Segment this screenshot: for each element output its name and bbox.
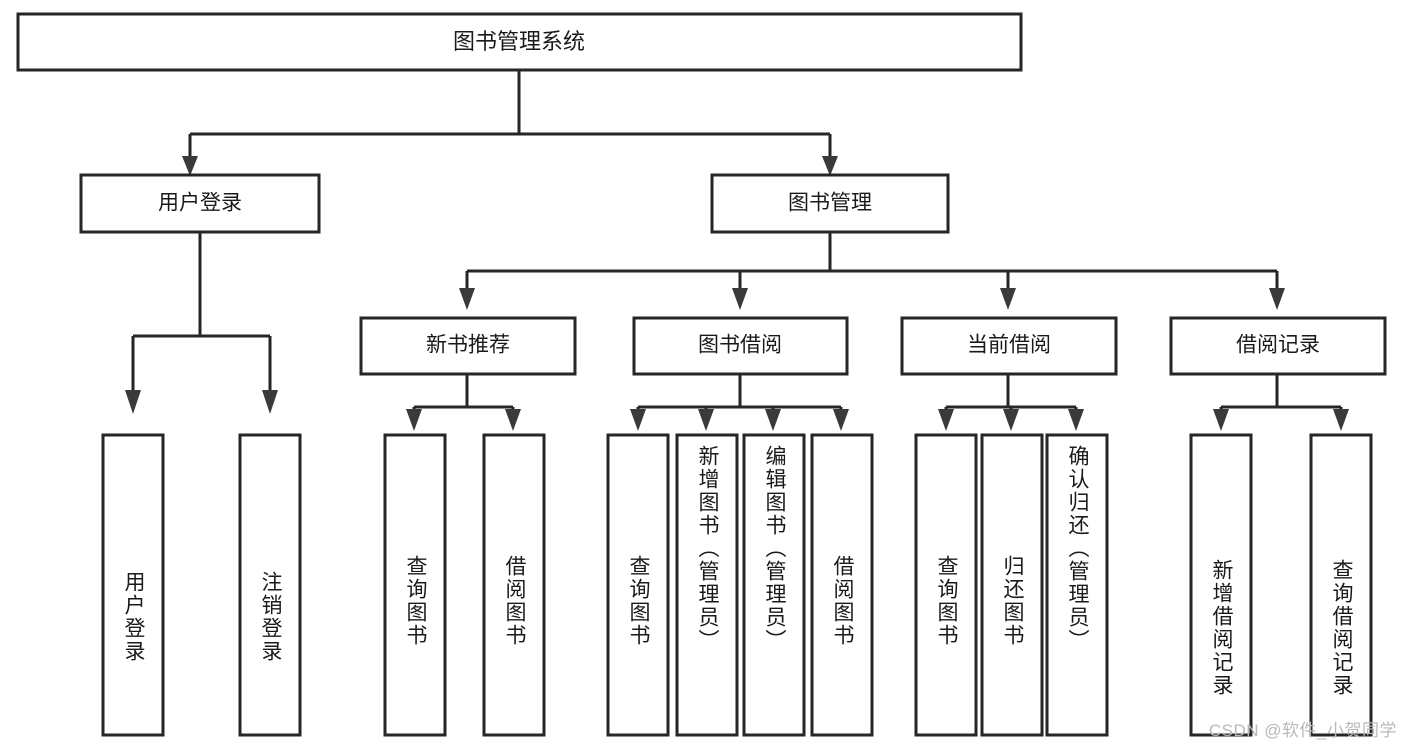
leaf-box-user-login (101, 433, 165, 737)
connector-newbookrec-to-leaves (406, 374, 521, 431)
leaf-box-return-book (980, 433, 1044, 737)
csdn-watermark: CSDN @软件_小贺同学 (1208, 721, 1397, 740)
node-user-login-label: 用户登录 (158, 192, 242, 215)
node-current-borrow[interactable]: 当前借阅 (900, 316, 1118, 376)
node-new-book-rec[interactable]: 新书推荐 (359, 316, 577, 376)
node-book-manage-label: 图书管理 (788, 192, 872, 215)
connector-borrowrecord-to-leaves (1213, 374, 1349, 431)
node-current-borrow-label: 当前借阅 (967, 334, 1051, 357)
connector-bookmanage-to-level3 (459, 232, 1285, 310)
node-book-borrow[interactable]: 图书借阅 (632, 316, 849, 376)
node-book-borrow-label: 图书借阅 (698, 334, 782, 357)
connector-userlogin-to-leaves (125, 232, 278, 414)
node-borrow-record[interactable]: 借阅记录 (1169, 316, 1387, 376)
node-book-manage[interactable]: 图书管理 (710, 173, 950, 234)
node-borrow-record-label: 借阅记录 (1236, 334, 1320, 357)
node-new-book-rec-label: 新书推荐 (426, 334, 510, 357)
connector-bookborrow-to-leaves (630, 374, 849, 431)
leaf-box-confirm-return (1045, 433, 1109, 737)
leaf-box-borrow-book (810, 433, 874, 737)
leaf-box-query-book-rec (383, 433, 447, 737)
connector-root-to-level2 (182, 70, 838, 176)
leaf-box-logout (238, 433, 302, 737)
leaf-box-add-record (1189, 433, 1253, 737)
leaf-boxes (101, 433, 1373, 737)
connector-currentborrow-to-leaves (938, 374, 1084, 431)
leaf-box-query-book-borrow (606, 433, 670, 737)
node-root-label: 图书管理系统 (453, 29, 585, 54)
leaf-box-borrow-book-rec (482, 433, 546, 737)
leaf-box-query-record (1309, 433, 1373, 737)
leaf-box-edit-book (742, 433, 806, 737)
leaf-box-add-book (675, 433, 739, 737)
node-root[interactable]: 图书管理系统 (16, 12, 1023, 72)
leaf-box-query-book-cur (914, 433, 978, 737)
node-user-login[interactable]: 用户登录 (79, 173, 321, 234)
